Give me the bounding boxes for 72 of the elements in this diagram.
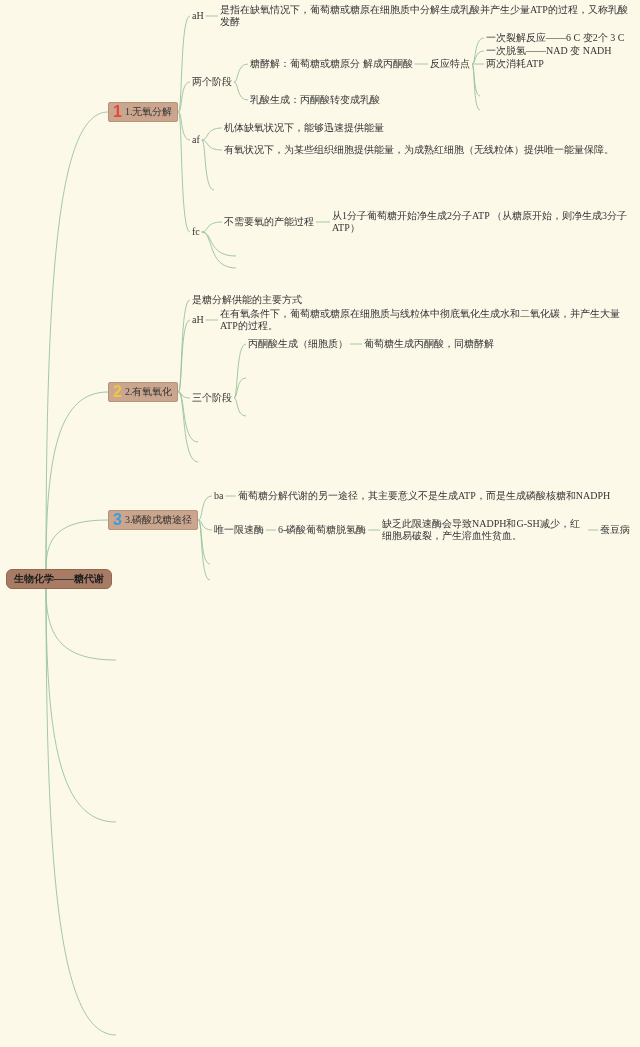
branch-line [201,127,223,141]
branch-line [233,343,247,399]
topic-text: 从1分子葡萄糖开始净生成2分子ATP （从糖原开始，则净生成3分子ATP） [330,210,636,234]
topic-text: 三个阶段 [190,392,234,404]
connector-line [315,221,331,223]
connector-line [471,63,485,65]
topic-text: ba [212,490,226,502]
topic-text: 一次裂解反应——6 C 变2个 3 C [484,32,627,44]
topic-text: fc [190,226,202,238]
topic-text: 6-磷酸葡萄糖脱氢酶 [276,524,369,536]
branch-line [197,519,213,531]
topic-title: 3.磷酸戊糖途径 [124,514,193,526]
connector-line [349,343,363,345]
topic-text: 葡萄糖生成丙酮酸，同糖酵解 [362,338,496,350]
connector-line [265,529,277,531]
topic-box [108,102,179,122]
branch-line [233,397,247,417]
branch-line [471,63,481,97]
topic-text: aH [190,10,206,22]
section-number: 3 [113,512,122,528]
branch-line [201,231,237,269]
topic-text: 一次脱氢——NAD 变 NADH [484,45,614,57]
topic-text: 两次消耗ATP [484,58,546,70]
branch-line [471,63,481,111]
branch-line [233,63,249,83]
topic-text: 蚕豆病 [598,524,632,536]
branch-line [197,519,211,581]
branch-line [177,319,191,393]
branch-line [471,50,485,65]
branch-line [177,81,191,113]
topic-text: 不需要氧的产能过程 [222,216,316,228]
topic-text: 在有氧条件下，葡萄糖或糖原在细胞质与线粒体中彻底氧化生成水和二氧化碳，并产生大量ATP的过程。 [218,308,636,332]
connector-line [205,15,219,17]
topic-text: 机体缺氧状况下，能够迅速提供能量 [222,122,386,134]
topic-text: 是糖分解供能的主要方式 [190,294,304,306]
branch-line [201,221,223,233]
topic-box [108,510,199,530]
topic-text: 唯一限速酶 [212,524,266,536]
branch-line [233,81,249,101]
branch-line [201,139,215,191]
branch-line [45,519,109,570]
branch-line [177,111,191,233]
section-number: 1 [113,104,122,120]
topic-text: 葡萄糖分解代谢的另一途径，其主要意义不是生成ATP，而是生成磷酸核糖和NADPH [236,490,613,502]
connector-line [367,529,381,531]
topic-box [108,382,179,402]
topic-text: 糖酵解：葡萄糖或糖原分 解成丙酮酸 [248,58,415,70]
branch-line [201,139,223,151]
connector-line [587,529,599,531]
branch-line [471,37,485,65]
topic-text: 乳酸生成：丙酮酸转变成乳酸 [248,94,382,106]
topic-text: 是指在缺氧情况下，葡萄糖或糖原在细胞质中分解生成乳酸并产生少量ATP的过程，又称乳酸发酵 [218,4,636,28]
topic-text: aH [190,314,206,326]
branch-line [177,111,191,141]
central-topic: 生物化学——糖代谢 [6,569,112,589]
branch-line [197,495,213,521]
topic-title: 1.无氧分解 [124,106,173,118]
topic-title: 2.有氧氧化 [124,386,173,398]
topic-text: 反应特点 [428,58,472,70]
branch-line [177,391,199,463]
topic-text: 缺乏此限速酶会导致NADPH和G-SH减少，红细胞易破裂，产生溶血性贫血。 [380,518,588,542]
connector-line [205,319,219,321]
branch-line [233,377,247,399]
branch-line [177,391,191,399]
section-number: 2 [113,384,122,400]
connector-line [414,63,429,65]
connector-line [225,495,237,497]
topic-text: 丙酮酸生成（细胞质） [246,338,350,350]
branch-line [45,588,117,1036]
topic-text: 有氧状况下，为某些组织细胞提供能量，为成熟红细胞（无线粒体）提供唯一能量保障。 [222,144,616,156]
topic-text: af [190,134,202,146]
topic-text: 两个阶段 [190,76,234,88]
